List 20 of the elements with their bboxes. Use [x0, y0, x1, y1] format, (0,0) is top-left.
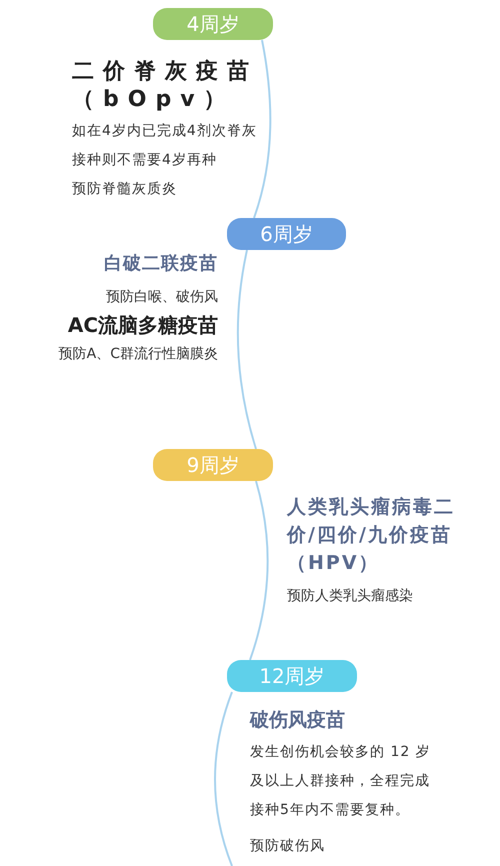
vaccine-name: AC流脑多糖疫苗	[66, 312, 218, 339]
timeline-line	[236, 250, 257, 450]
vaccine-note: 预防脊髓灰质炎	[72, 180, 178, 199]
vaccine-name: 破伤风疫苗	[250, 708, 346, 733]
vaccine-name: 白破二联疫苗	[103, 252, 218, 276]
age-pill: 9周岁	[153, 449, 273, 481]
vaccine-note: 如在4岁内已完成4剂次脊灰接种则不需要4岁再种	[72, 122, 258, 170]
timeline-line	[249, 480, 269, 660]
vaccine-note: 预防A、C群流行性脑膜炎	[58, 345, 218, 364]
timeline-line	[214, 692, 233, 866]
age-pill: 12周岁	[227, 660, 357, 692]
vaccine-name: 二价脊灰疫苗（bOpv）	[72, 58, 259, 114]
vaccine-note: 发生创伤机会较多的 12 岁及以上人群接种，全程完成接种5年内不需要复种。	[250, 743, 432, 820]
vaccine-note: 预防白喉、破伤风	[105, 288, 218, 307]
vaccine-note: 预防破伤风	[250, 837, 326, 856]
timeline-line	[253, 40, 272, 218]
age-pill: 4周岁	[153, 8, 273, 40]
vaccine-note: 预防人类乳头瘤感染	[287, 587, 414, 606]
vaccine-name: 人类乳头瘤病毒二价/四价/九价疫苗（HPV）	[287, 495, 455, 576]
age-pill: 6周岁	[227, 218, 346, 250]
